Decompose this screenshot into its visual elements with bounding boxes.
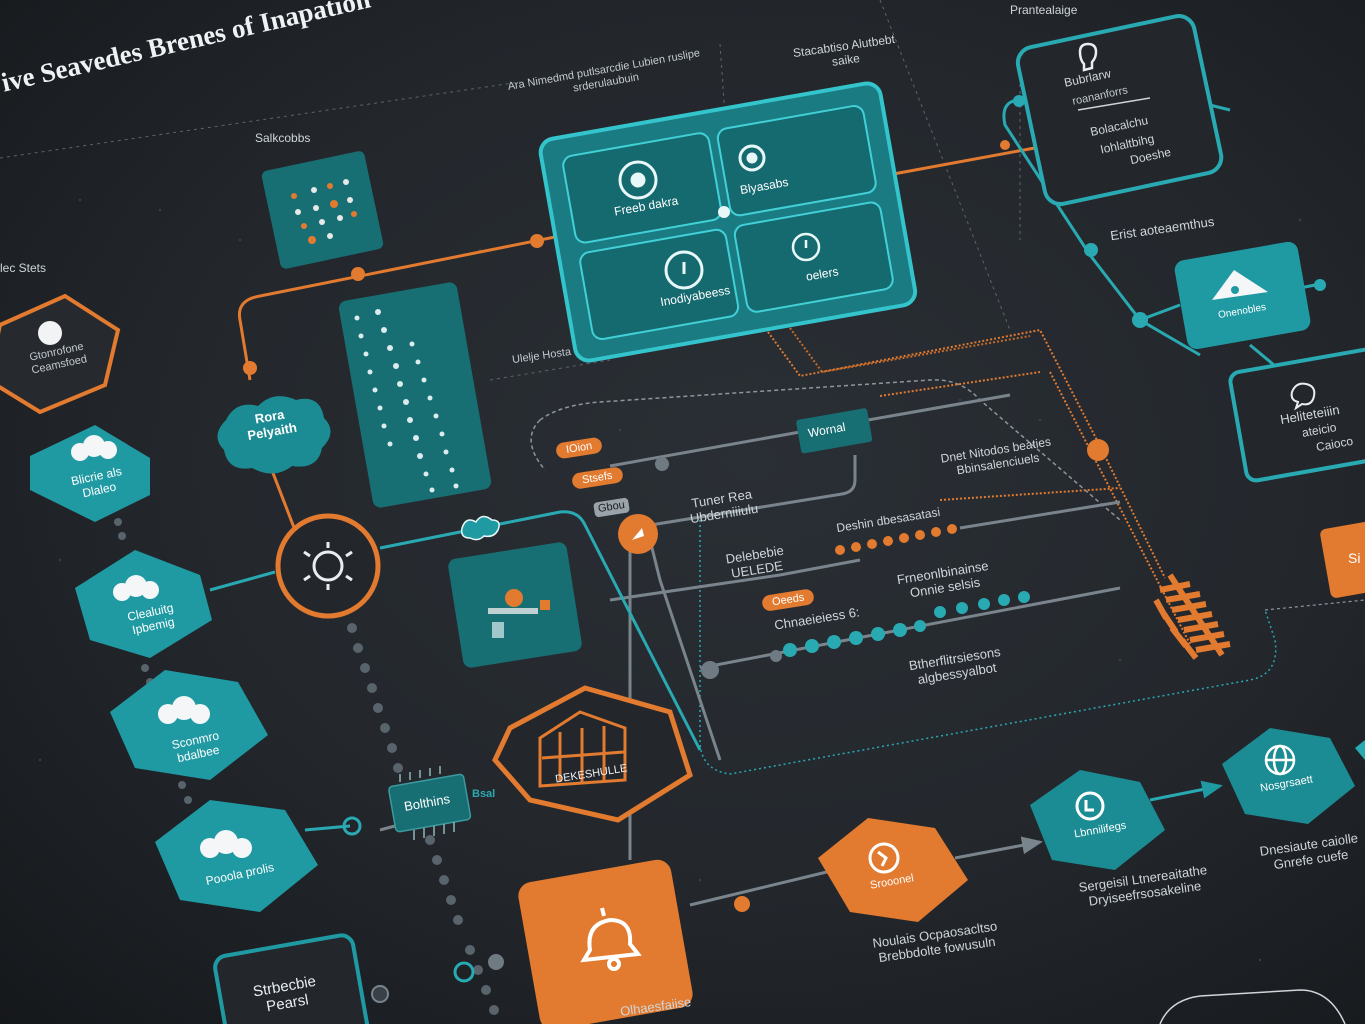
bolt-icon [632, 528, 644, 540]
edge-arrow [1355, 740, 1365, 760]
warning-icon [1212, 270, 1268, 300]
globe-icon [1264, 744, 1296, 776]
chip-node [388, 773, 472, 833]
dot-grid [38, 168, 1302, 962]
lock-icon [1075, 791, 1105, 821]
right-card-3 [1228, 347, 1365, 483]
key-list-dots [354, 309, 459, 493]
hand-icon [868, 842, 900, 874]
gear-ring [275, 513, 381, 619]
middle-container-left [530, 419, 546, 471]
gear-icon [303, 542, 353, 590]
chip-tag: Bsal [472, 788, 496, 800]
orange-bead-row [835, 524, 957, 555]
clock-icon [791, 232, 821, 262]
timer-icon [664, 250, 704, 290]
hex-outline-icon [38, 321, 62, 345]
right-card-1-divider [1077, 97, 1151, 111]
hex-teal-2 [75, 550, 212, 658]
hex-outline-node [0, 293, 121, 415]
header-top-right: Prantealaige [1010, 3, 1078, 17]
orange-ladder [767, 327, 1191, 645]
central-panel [538, 81, 918, 363]
sample-swatches [291, 179, 357, 244]
cloud-icon [460, 515, 500, 541]
teal-bead-row [783, 591, 1030, 657]
panel-center-dot [718, 206, 730, 218]
right-container-top [1264, 599, 1365, 611]
sample-card [261, 151, 384, 269]
orange-connector-dots [243, 140, 1010, 912]
bottom-left-card [213, 933, 371, 1024]
orange-bead-rail [959, 500, 1121, 530]
chat-icon [1290, 382, 1316, 411]
bell-icon [580, 907, 642, 971]
left-section-label: lec Stets [0, 261, 47, 275]
cloud-cluster-icons [71, 435, 252, 858]
hex-teal-1 [30, 425, 150, 522]
warning-icon-dot [1231, 286, 1239, 294]
edge-card-label: Si [1348, 550, 1361, 566]
beaded-spine [114, 518, 499, 1015]
target-icon [618, 160, 658, 200]
bottom-orange-card [518, 859, 693, 1024]
hex-teal-flow-2 [1222, 728, 1355, 824]
middle-container [539, 379, 1121, 521]
chip-pins [399, 766, 455, 840]
samples-label: Salkcobbs [255, 131, 311, 145]
fishbone-icon [1153, 573, 1231, 660]
right-card-1 [1015, 14, 1224, 207]
small-ring-nodes [342, 816, 475, 983]
key-list-card [338, 282, 492, 508]
fishbone-node [1087, 439, 1109, 461]
flask-icon [1078, 42, 1098, 72]
hex-teal-flow-1 [1030, 770, 1165, 870]
mini-panel-detail [488, 589, 550, 638]
hex-teal-3 [110, 670, 268, 780]
blob-node [217, 396, 331, 474]
house-icon [538, 710, 627, 788]
grey-connectors [379, 393, 1121, 907]
small-ring-node-grey [371, 985, 389, 1003]
bottom-right-frame [1159, 989, 1346, 1024]
user-icon [738, 144, 766, 172]
wornal-chip [796, 408, 873, 454]
edge-card [1320, 520, 1365, 598]
